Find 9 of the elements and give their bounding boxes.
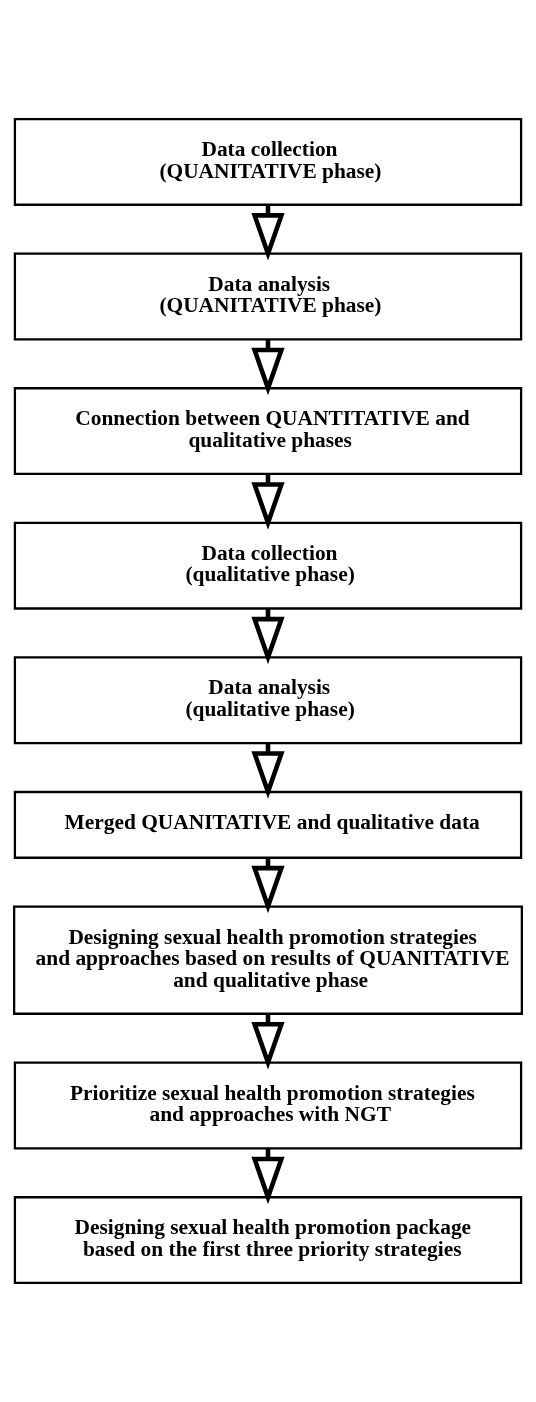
node-box: Designing sexual health promotion package based on the first three priority strategies [13, 1196, 523, 1285]
node-box: Designing sexual health promotion strategies and approaches based on results of QUANITATIVE and qualitative phase [13, 905, 523, 1015]
node-box: Connection between QUANTITATIVE and qualitative phases [13, 387, 523, 476]
node-box: Merged QUANITATIVE and qualitative data [13, 790, 523, 859]
node-box: Data collection (qualitative phase) [13, 521, 523, 610]
node-box: Data analysis (QUANITATIVE phase) [13, 252, 523, 341]
node-box: Prioritize sexual health promotion strategies and approaches with NGT [13, 1061, 523, 1150]
node-box: Data collection (QUANITATIVE phase) [13, 117, 523, 206]
node-box: Data analysis (qualitative phase) [13, 656, 523, 745]
